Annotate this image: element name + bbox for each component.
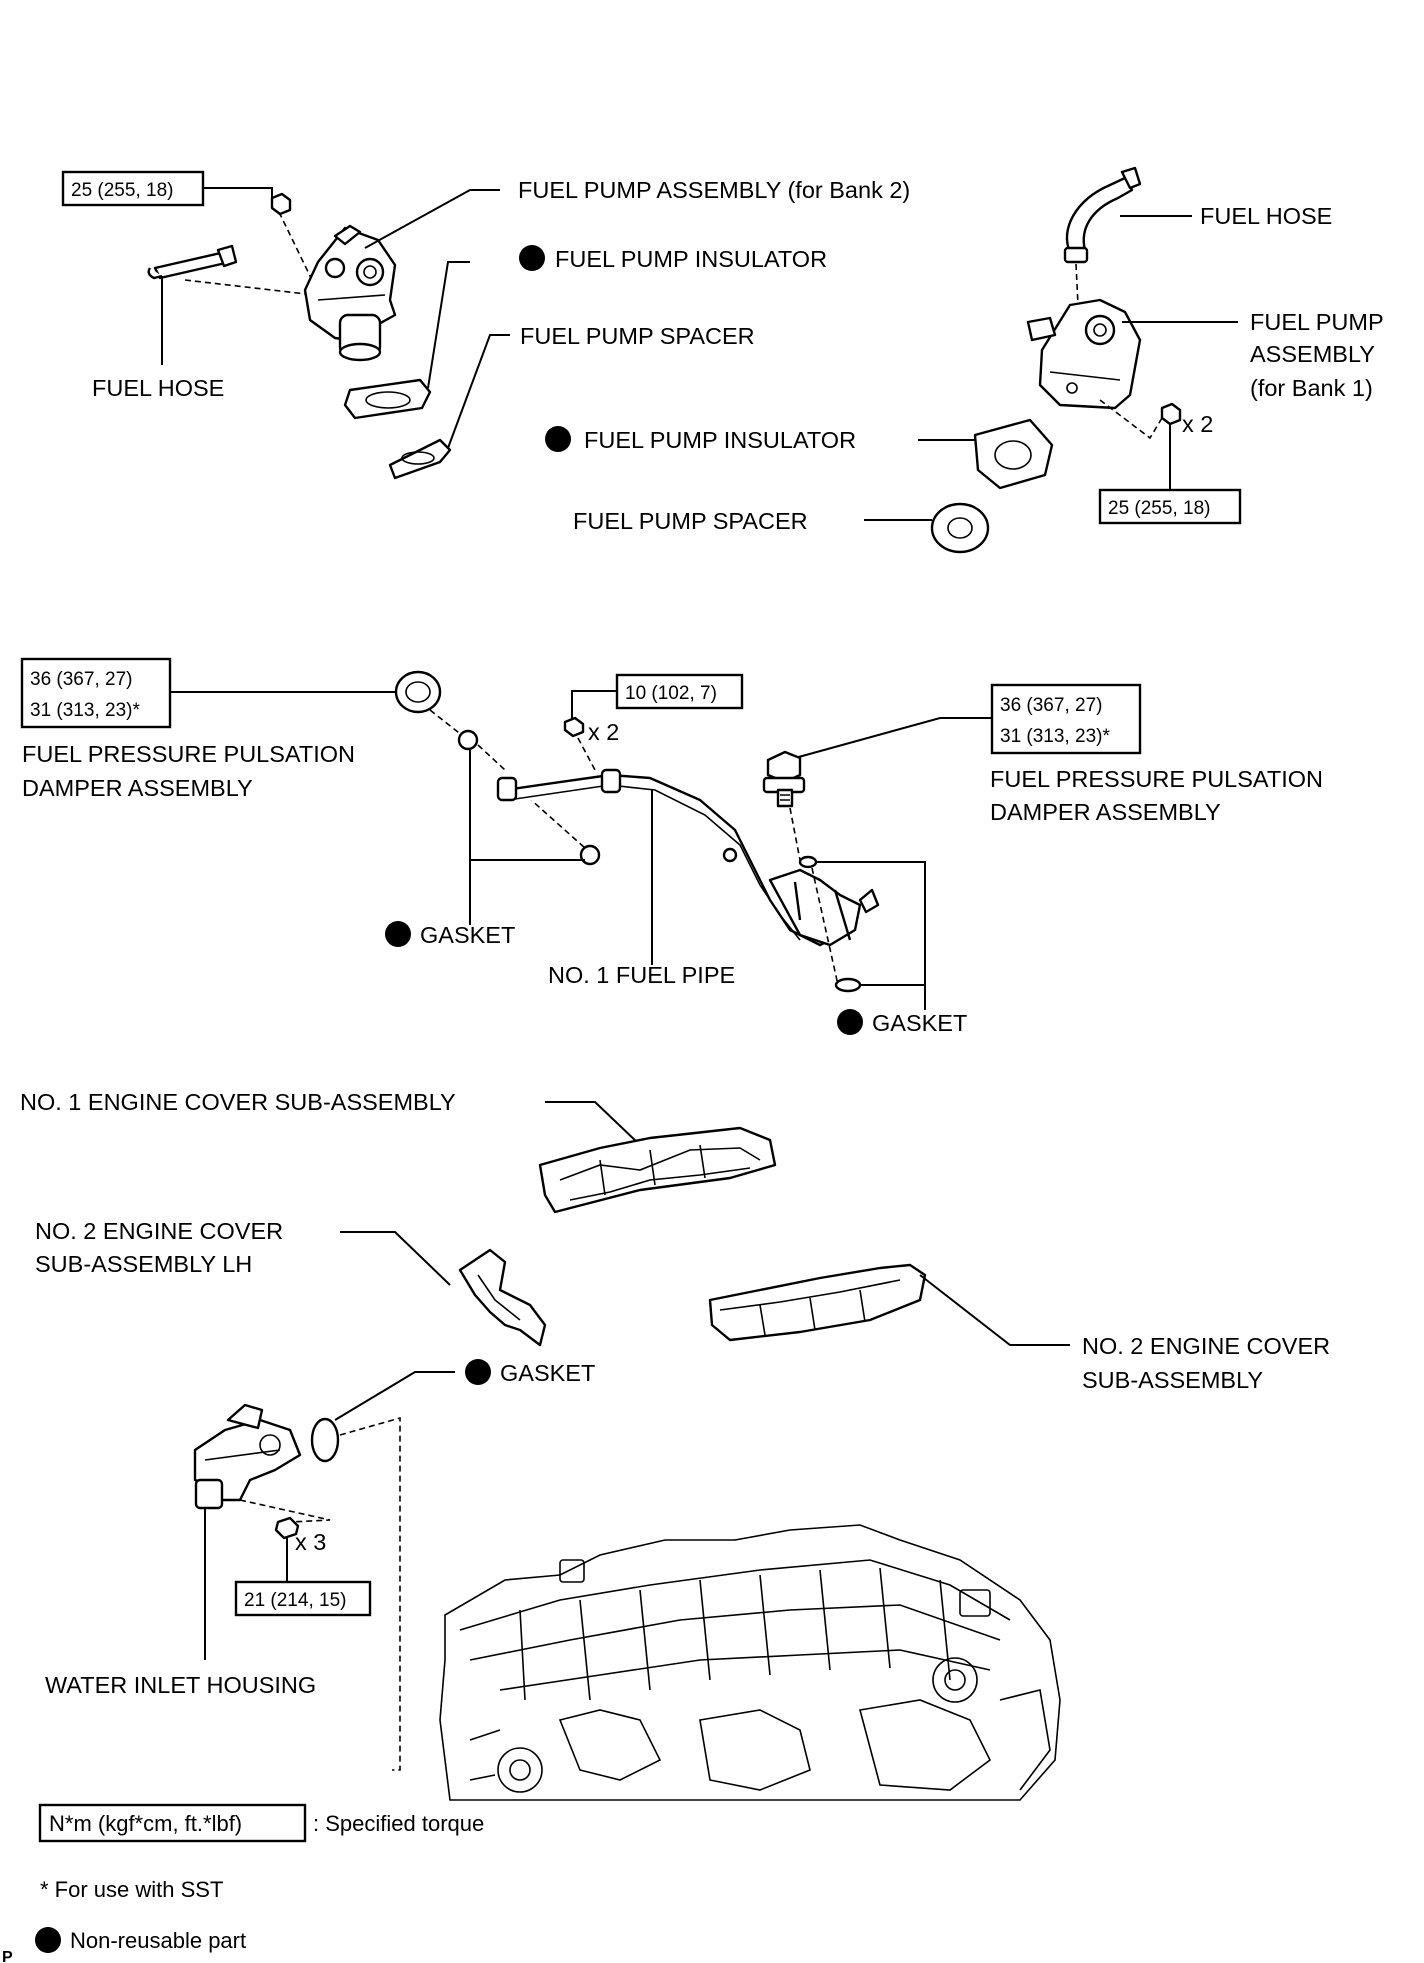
label-gasket-pipe-right: GASKET xyxy=(872,1010,967,1036)
label-damper-left-line2: DAMPER ASSEMBLY xyxy=(22,775,253,801)
legend-non-reusable-mark xyxy=(35,1927,61,1953)
torque-box-damper-right: 36 (367, 27) 31 (313, 23)* xyxy=(990,683,1142,755)
legend-torque: N*m (kgf*cm, ft.*lbf) : Specified torque xyxy=(38,1803,484,1843)
label-damper-left-line1: FUEL PRESSURE PULSATION xyxy=(22,741,355,767)
gasket-water-inlet xyxy=(310,1417,340,1463)
non-reusable-mark-insulator-right xyxy=(545,426,571,452)
fuel-hose-right xyxy=(1063,166,1142,264)
qty-bank1-nut: x 2 xyxy=(1182,411,1213,437)
no1-engine-cover xyxy=(538,1126,777,1214)
nut-bank2 xyxy=(270,192,292,216)
non-reusable-mark-gasket-right xyxy=(837,1009,863,1035)
label-gasket-water: GASKET xyxy=(500,1360,595,1386)
fuel-pump-bank2 xyxy=(303,224,397,362)
label-no2-engine-cover-line2: SUB-ASSEMBLY xyxy=(1082,1367,1263,1393)
torque-box-damper-left: 36 (367, 27) 31 (313, 23)* xyxy=(20,657,172,729)
non-reusable-mark-gasket-left xyxy=(385,921,411,947)
label-no2-engine-cover-lh-line1: NO. 2 ENGINE COVER xyxy=(35,1218,283,1244)
corner-mark: P xyxy=(2,1949,13,1963)
fuel-pump-spacer-top xyxy=(388,438,452,480)
fuel-hose-left xyxy=(147,244,238,280)
fuel-pump-insulator-right xyxy=(973,418,1054,490)
torque-value-damper-left-1: 36 (367, 27) xyxy=(30,669,132,690)
label-fuel-pump-bank2: FUEL PUMP ASSEMBLY (for Bank 2) xyxy=(518,177,910,203)
label-fuel-pump-spacer-top: FUEL PUMP SPACER xyxy=(520,323,755,349)
label-fuel-pump-bank1-line3: (for Bank 1) xyxy=(1250,375,1373,401)
bolt-water xyxy=(274,1516,300,1540)
gasket-damper-right xyxy=(798,855,818,869)
torque-box-bank2: 25 (255, 18) xyxy=(61,170,205,207)
non-reusable-mark-insulator-top xyxy=(519,245,545,271)
torque-box-water: 21 (214, 15) xyxy=(234,1580,372,1617)
gasket-pipe-right xyxy=(834,977,862,993)
legend-sst-note: * For use with SST xyxy=(40,1877,223,1902)
gasket-pipe-lower xyxy=(579,844,601,866)
no2-engine-cover xyxy=(708,1263,927,1342)
label-gasket-pipe-left: GASKET xyxy=(420,922,515,948)
label-damper-right-line1: FUEL PRESSURE PULSATION xyxy=(990,766,1323,792)
water-inlet-housing xyxy=(193,1403,302,1510)
label-fuel-pump-insulator-right: FUEL PUMP INSULATOR xyxy=(584,427,856,453)
label-fuel-pump-spacer-right: FUEL PUMP SPACER xyxy=(573,508,808,534)
damper-right xyxy=(762,750,806,808)
qty-water-bolt: x 3 xyxy=(295,1529,326,1555)
label-no1-engine-cover: NO. 1 ENGINE COVER SUB-ASSEMBLY xyxy=(20,1089,456,1115)
qty-pipe-bolt: x 2 xyxy=(588,719,619,745)
fuel-pump-bank1 xyxy=(1026,298,1142,410)
label-no2-engine-cover-lh-line2: SUB-ASSEMBLY LH xyxy=(35,1251,252,1277)
fuel-pump-insulator-top xyxy=(343,378,432,420)
label-no1-fuel-pipe: NO. 1 FUEL PIPE xyxy=(548,962,735,988)
label-no2-engine-cover-line1: NO. 2 ENGINE COVER xyxy=(1082,1333,1330,1359)
nut-bank1 xyxy=(1160,402,1182,426)
label-fuel-hose-left: FUEL HOSE xyxy=(92,375,224,401)
no1-fuel-pipe xyxy=(496,768,880,947)
legend-torque-box-text: N*m (kgf*cm, ft.*lbf) xyxy=(49,1811,242,1836)
label-fuel-pump-bank1-line2: ASSEMBLY xyxy=(1250,341,1375,367)
fuel-pump-spacer-right xyxy=(930,502,990,554)
non-reusable-mark-gasket-water xyxy=(465,1359,491,1385)
label-fuel-pump-bank1-line1: FUEL PUMP xyxy=(1250,309,1384,335)
legend-torque-description: : Specified torque xyxy=(313,1811,484,1836)
torque-value-bank2: 25 (255, 18) xyxy=(71,180,173,201)
legend-non-reusable-text: Non-reusable part xyxy=(70,1928,246,1953)
label-fuel-hose-right: FUEL HOSE xyxy=(1200,203,1332,229)
torque-box-bank1: 25 (255, 18) xyxy=(1098,488,1242,525)
torque-value-water: 21 (214, 15) xyxy=(244,1590,346,1611)
torque-box-pipe-bolt: 10 (102, 7) xyxy=(615,673,744,710)
engine-block xyxy=(439,1524,1061,1801)
no2-engine-cover-lh xyxy=(458,1248,547,1347)
torque-value-damper-right-1: 36 (367, 27) xyxy=(1000,695,1102,716)
gasket-damper-left xyxy=(457,729,479,751)
bolt-pipe xyxy=(563,716,585,738)
damper-left xyxy=(394,670,442,714)
torque-value-pipe-bolt: 10 (102, 7) xyxy=(625,683,717,704)
torque-value-damper-right-2: 31 (313, 23)* xyxy=(1000,726,1110,747)
label-fuel-pump-insulator-top: FUEL PUMP INSULATOR xyxy=(555,246,827,272)
label-damper-right-line2: DAMPER ASSEMBLY xyxy=(990,799,1221,825)
torque-value-bank1: 25 (255, 18) xyxy=(1108,498,1210,519)
torque-value-damper-left-2: 31 (313, 23)* xyxy=(30,700,140,721)
label-water-inlet-housing: WATER INLET HOUSING xyxy=(45,1672,316,1698)
